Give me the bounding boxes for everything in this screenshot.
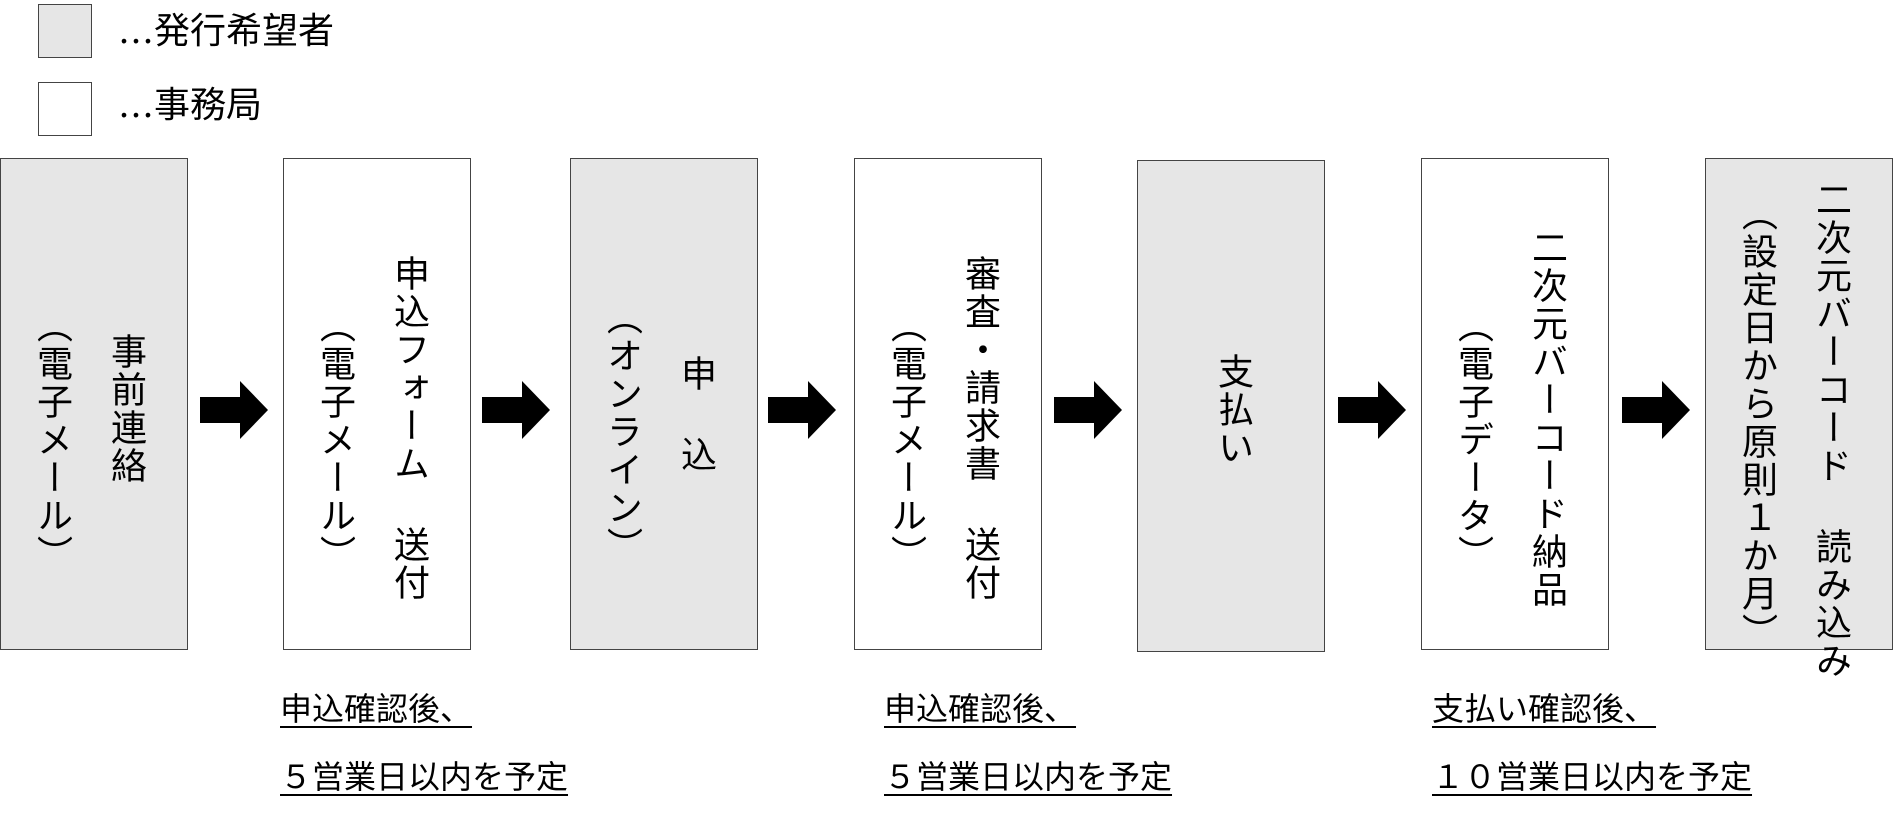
right-arrow-icon (1054, 381, 1122, 439)
legend-swatch-office (38, 82, 92, 136)
step-label: 支払い (1212, 353, 1253, 467)
step-send-application-form: 申込フォーム 送付 （電子メール） (283, 158, 471, 650)
step-label: 審査・請求書 送付 (959, 255, 1000, 602)
note-line-2: ５営業日以内を予定 (884, 758, 1173, 796)
right-arrow-icon (768, 381, 836, 439)
step-prior-contact: 事前連絡 （電子メール） (0, 158, 188, 650)
note-line-2: １０営業日以内を予定 (1432, 758, 1753, 796)
right-arrow-icon (482, 381, 550, 439)
note-line-1: 申込確認後、 (280, 690, 473, 728)
step-review-and-invoice: 審査・請求書 送付 （電子メール） (854, 158, 1042, 650)
step-sublabel: （電子データ） (1452, 307, 1493, 573)
step-sublabel: （電子メール） (314, 307, 355, 573)
legend-swatch-applicant (38, 4, 92, 58)
right-arrow-icon (1338, 381, 1406, 439)
right-arrow-icon (200, 381, 268, 439)
legend-label-office: …事務局 (118, 85, 263, 126)
step-label: 二次元バーコード 読み込み (1810, 181, 1851, 680)
note-line-2: ５営業日以内を予定 (280, 758, 569, 796)
step-sublabel: （電子メール） (31, 307, 72, 573)
step-scan-2d-barcode: 二次元バーコード 読み込み （設定日から原則１か月） (1705, 158, 1893, 680)
step-label: 二次元バーコード納品 (1526, 229, 1567, 609)
step-deliver-2d-barcode: 二次元バーコード納品 （電子データ） (1421, 158, 1609, 650)
step-sublabel: （設定日から原則１か月） (1736, 195, 1777, 651)
note-line-1: 支払い確認後、 (1432, 690, 1657, 728)
step-payment: 支払い (1137, 160, 1325, 652)
step-apply-online: 申 込 （オンライン） (570, 158, 758, 650)
step-label: 事前連絡 (105, 333, 146, 485)
step-sublabel: （電子メール） (885, 307, 926, 573)
step-sublabel: （オンライン） (601, 299, 642, 565)
right-arrow-icon (1622, 381, 1690, 439)
step-label: 申込フォーム 送付 (388, 255, 429, 602)
legend-label-applicant: …発行希望者 (118, 11, 335, 52)
note-line-1: 申込確認後、 (884, 690, 1077, 728)
step-label: 申 込 (675, 355, 716, 474)
